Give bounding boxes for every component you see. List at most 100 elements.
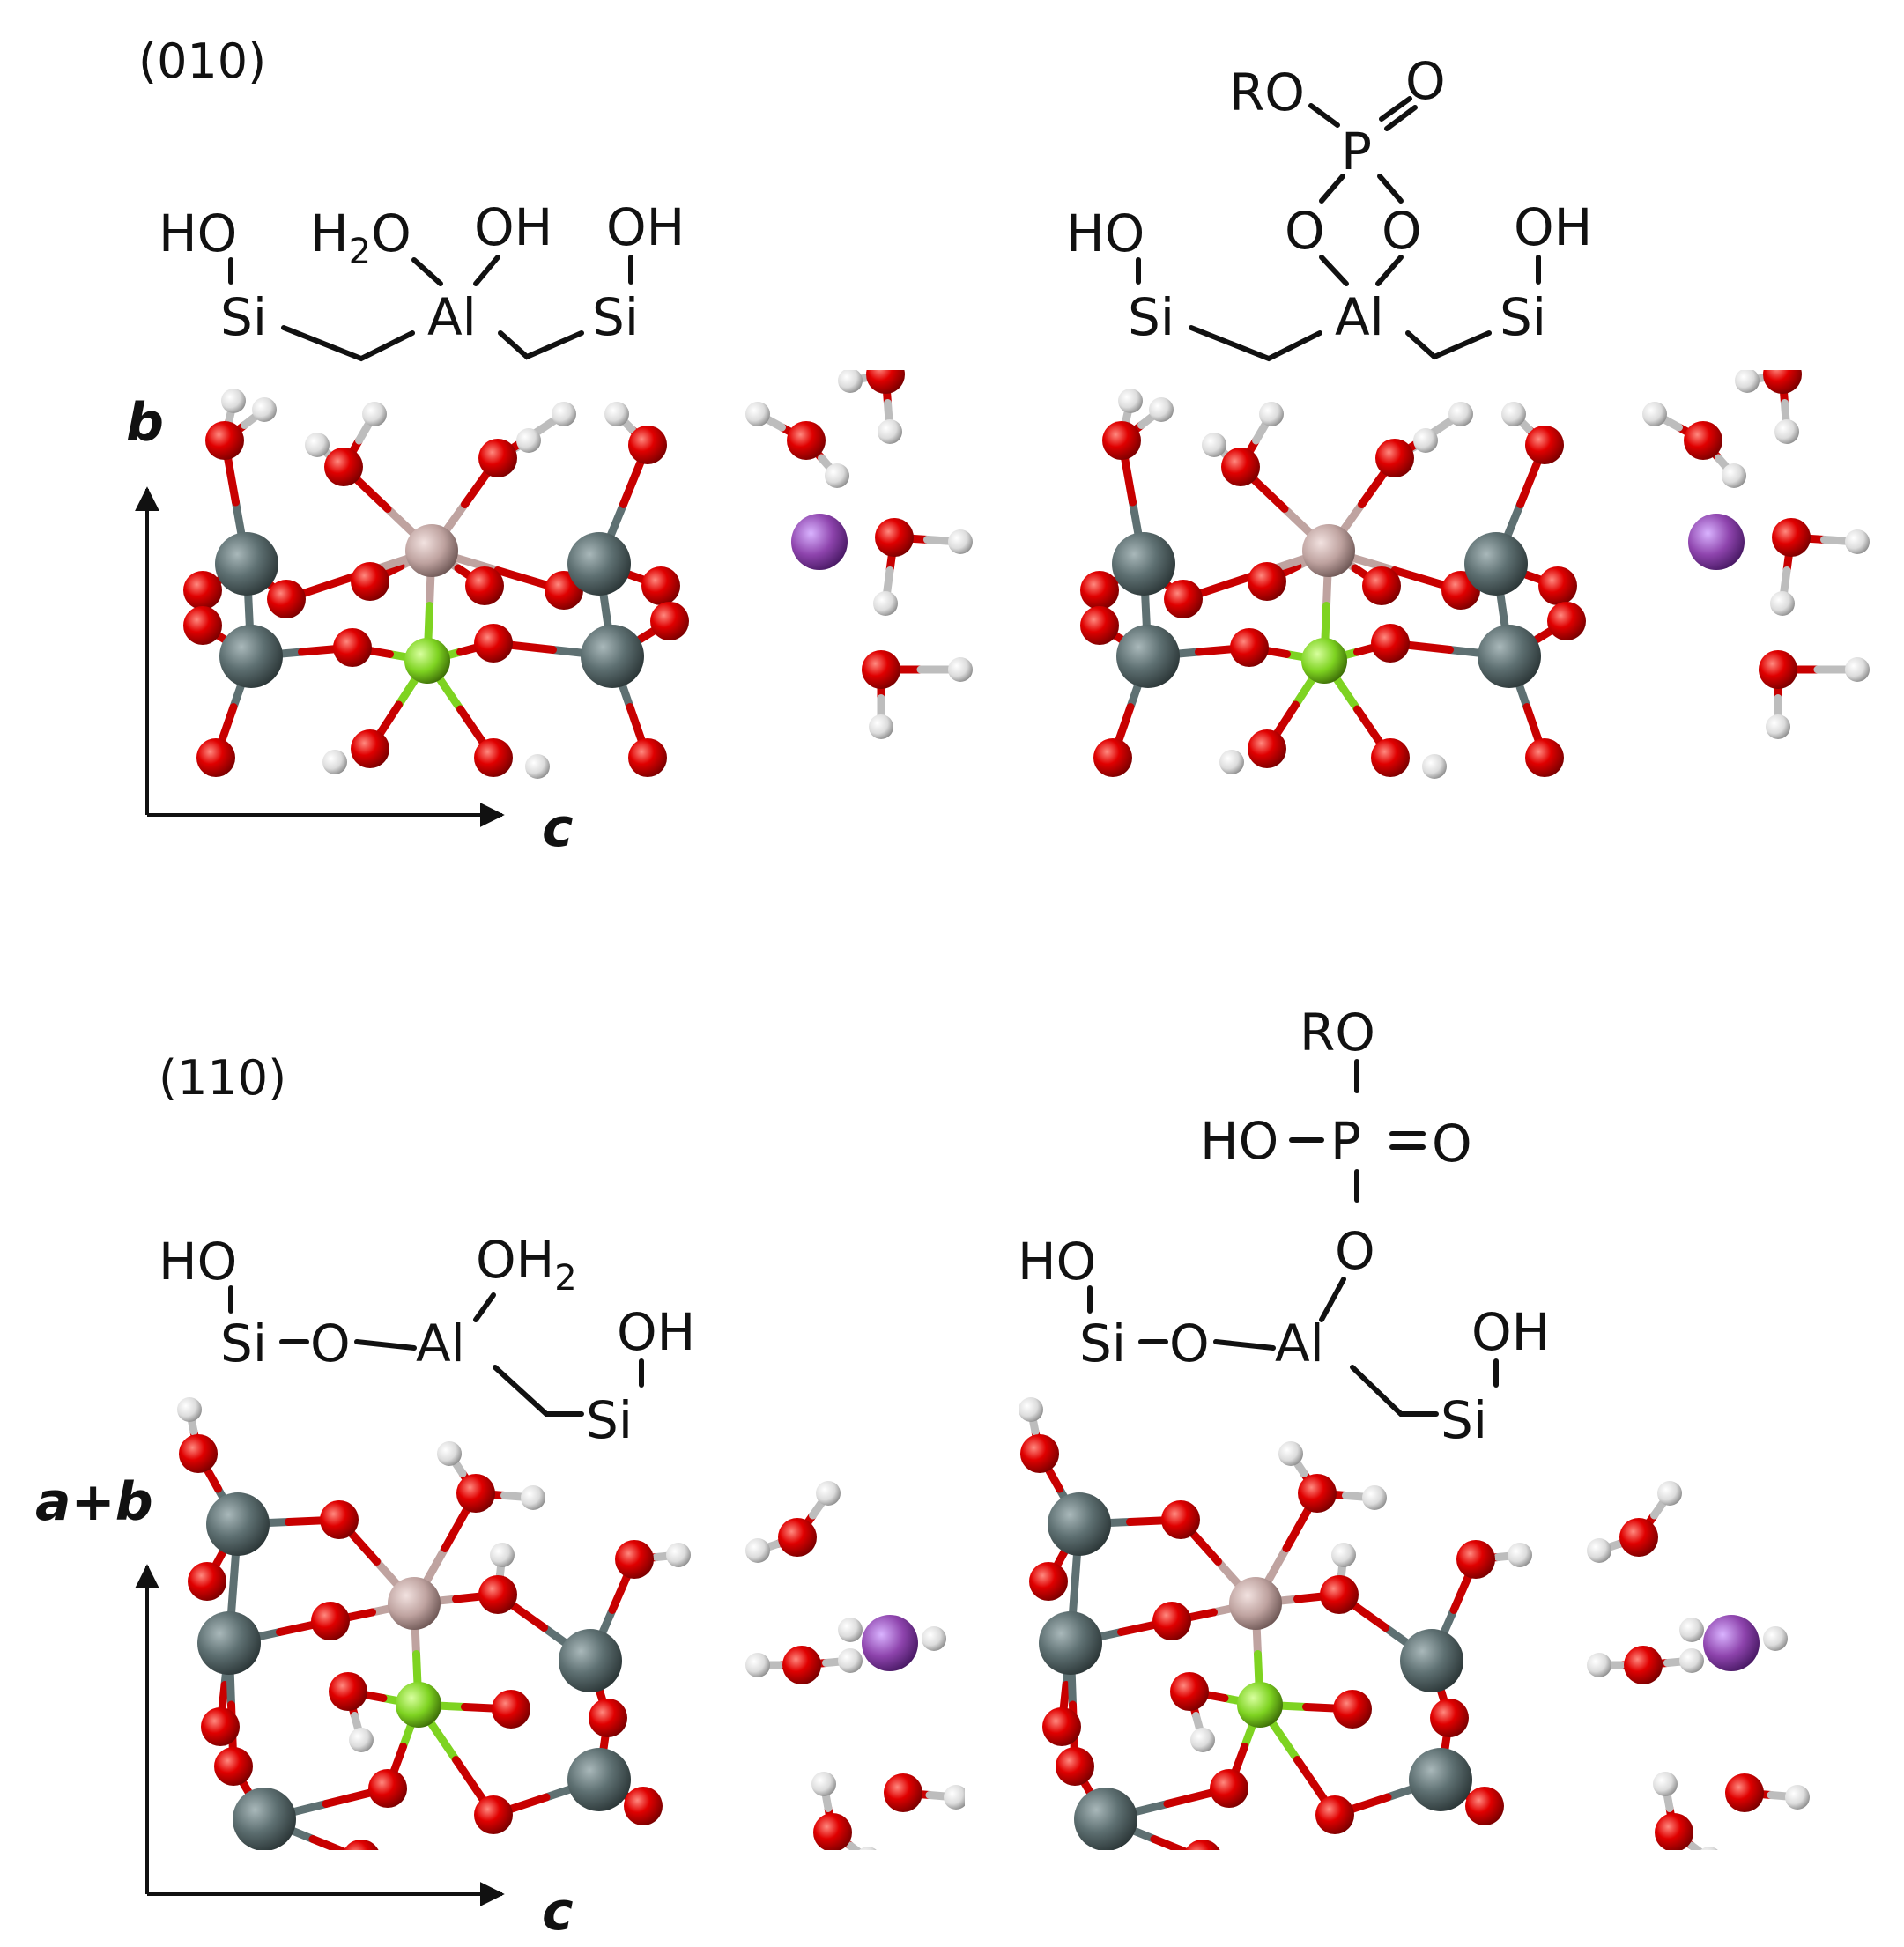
molecular-model-010-surface — [183, 370, 973, 779]
hydrogen-atom — [362, 402, 387, 426]
hydrogen-atom — [1679, 1648, 1704, 1673]
silicon-atom — [567, 532, 631, 596]
hydrogen-atom — [944, 1785, 965, 1810]
aluminum-octahedral-atom — [388, 1577, 441, 1630]
oxygen-atom — [196, 738, 235, 777]
oxygen-atom — [1056, 1747, 1094, 1786]
hydrogen-atom — [948, 529, 973, 554]
oxygen-atom — [205, 421, 244, 460]
hydrogen-atom — [1657, 1481, 1682, 1506]
scheme-label: OH — [1471, 1302, 1550, 1362]
scheme-110-surface: HO Si O Al OH2 OH Si — [159, 1230, 695, 1450]
scheme-label: Si — [592, 287, 639, 347]
oxygen-atom — [875, 518, 914, 557]
hydrogen-atom — [1508, 1543, 1532, 1567]
hydrogen-atom — [838, 1648, 863, 1673]
silicon-atom — [1112, 532, 1175, 596]
oxygen-atom — [1725, 1773, 1764, 1812]
hydrogen-atom — [516, 428, 541, 453]
oxygen-atom — [1161, 1500, 1200, 1539]
oxygen-atom — [628, 426, 667, 464]
scheme-label: HO — [1200, 1111, 1278, 1171]
oxygen-atom — [1624, 1646, 1663, 1684]
bond-stick — [1687, 1841, 1705, 1850]
oxygen-atom — [1619, 1518, 1658, 1557]
scheme-label: OH — [1514, 197, 1592, 257]
oxygen-atom — [1759, 650, 1797, 689]
oxygen-atom — [1152, 1602, 1191, 1640]
hydrogen-atom — [305, 433, 330, 457]
oxygen-atom — [787, 421, 826, 460]
face-label-110: (110) — [159, 1050, 286, 1106]
oxygen-atom — [1315, 1795, 1354, 1834]
scheme-label: H2O — [310, 204, 411, 272]
cation-atom — [1688, 514, 1745, 570]
silicon-atom — [233, 1788, 296, 1850]
hydrogen-atom — [873, 591, 898, 616]
oxygen-atom — [1221, 448, 1260, 486]
oxygen-atom — [641, 566, 680, 605]
hydrogen-atom — [811, 1772, 836, 1796]
scheme-label: RO — [1300, 1003, 1375, 1062]
hydrogen-atom — [825, 463, 849, 488]
scheme-label: Al — [416, 1314, 465, 1373]
hydrogen-atom — [1653, 1772, 1678, 1796]
silicon-atom — [219, 625, 283, 688]
oxygen-atom — [1093, 738, 1132, 777]
oxygen-atom — [368, 1769, 407, 1808]
hydrogen-atom — [816, 1481, 841, 1506]
hydrogen-atom — [1642, 402, 1667, 426]
oxygen-atom — [478, 439, 517, 477]
oxygen-atom — [344, 1840, 379, 1850]
hydrogen-atom — [838, 1618, 863, 1642]
scheme-label: O — [1432, 1114, 1472, 1173]
hydrogen-atom — [922, 1626, 946, 1651]
scheme-010-surface: HO Si H2O OH Al OH Si — [159, 197, 685, 362]
cation-atom — [791, 514, 848, 570]
oxygen-atom — [1248, 562, 1286, 601]
oxygen-atom — [1655, 1813, 1693, 1850]
scheme-label: Al — [1275, 1314, 1324, 1373]
hydrogen-atom — [859, 1847, 877, 1850]
hydrogen-atom — [604, 402, 629, 426]
silicon-atom — [1074, 1788, 1137, 1850]
silicon-atom — [1048, 1492, 1111, 1556]
scheme-label: P — [1341, 122, 1372, 181]
oxygen-atom — [624, 1787, 663, 1825]
aluminum-octahedral-atom — [1229, 1577, 1282, 1630]
hydrogen-atom — [1278, 1441, 1303, 1466]
hydrogen-atom — [1362, 1485, 1387, 1510]
oxygen-atom — [188, 1562, 226, 1601]
hydrogen-atom — [1448, 402, 1473, 426]
oxygen-atom — [650, 602, 689, 640]
scheme-label: O — [1335, 1221, 1375, 1281]
hydrogen-atom — [1785, 1785, 1810, 1810]
hydrogen-atom — [1679, 1618, 1704, 1642]
oxygen-atom — [1375, 439, 1414, 477]
face-label-010: (010) — [138, 33, 266, 89]
hydrogen-atom — [1219, 750, 1244, 774]
hydrogen-atom — [745, 402, 770, 426]
oxygen-atom — [1371, 738, 1410, 777]
silicon-atom — [581, 625, 644, 688]
hydrogen-atom — [878, 419, 902, 444]
oxygen-atom — [589, 1699, 627, 1737]
oxygen-atom — [1465, 1787, 1504, 1825]
hydrogen-atom — [1413, 428, 1438, 453]
hydrogen-atom — [745, 1538, 770, 1563]
hydrogen-atom — [221, 389, 246, 413]
molecular-model-010-phosphate — [1080, 370, 1870, 779]
hydrogen-atom — [1501, 402, 1526, 426]
axes-010: b c — [126, 392, 574, 859]
oxygen-atom — [884, 1773, 922, 1812]
scheme-label: P — [1330, 1111, 1361, 1171]
scheme-label: OH — [474, 197, 552, 257]
aluminum-tetrahedral-atom — [1301, 638, 1347, 684]
bond-stick — [308, 1835, 351, 1850]
cation-atom — [862, 1615, 918, 1671]
hydrogen-atom — [1202, 433, 1226, 457]
hydrogen-atom — [869, 714, 893, 739]
oxygen-atom — [778, 1518, 817, 1557]
oxygen-atom — [1456, 1540, 1495, 1579]
